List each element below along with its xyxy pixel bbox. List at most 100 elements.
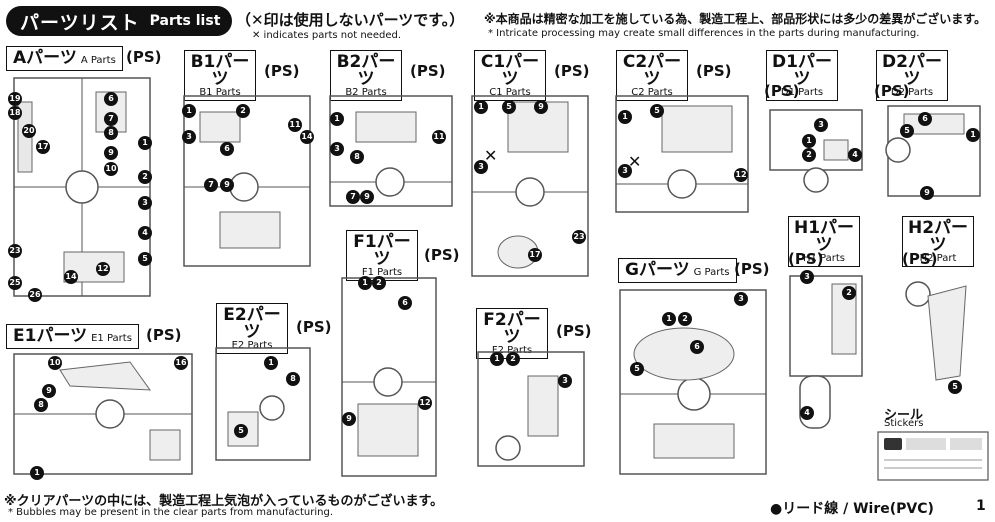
runner-a-ps: (PS) (126, 48, 162, 66)
runner-c2-jp: C2パーツ (622, 52, 682, 89)
runner-a-en: A Parts (80, 55, 116, 66)
part-number: 12 (418, 396, 432, 410)
part-number: 3 (474, 160, 488, 174)
runner-h2-jp: H2パーツ (907, 218, 969, 255)
runner-g-frame (619, 289, 767, 475)
part-number: 9 (220, 178, 234, 192)
runner-e2-frame (215, 347, 311, 461)
runner-e1-jp: E1パーツ (13, 326, 88, 346)
runner-c1-ps: (PS) (554, 62, 590, 80)
runner-d1-ps: (PS) (764, 82, 800, 100)
part-number: 10 (104, 162, 118, 176)
part-number: 23 (572, 230, 586, 244)
runner-h2-frame (905, 281, 967, 381)
clear-parts-note-en: * Bubbles may be present in the clear pa… (8, 507, 334, 518)
runner-c2-frame (615, 95, 749, 213)
part-number: 8 (350, 150, 364, 164)
runner-b1-frame (183, 95, 311, 267)
runner-e1-frame (13, 353, 193, 475)
stickers-en: Stickers (884, 418, 924, 429)
part-number: 19 (8, 92, 22, 106)
runner-c2-label: C2パーツ C2 Parts (616, 50, 688, 101)
runner-e1-en: E1 Parts (91, 333, 132, 344)
part-number: 4 (138, 226, 152, 240)
part-number: 8 (34, 398, 48, 412)
runner-c2-ps: (PS) (696, 62, 732, 80)
part-number: 3 (814, 118, 828, 132)
runner-e1-ps: (PS) (146, 326, 182, 344)
part-number: 7 (204, 178, 218, 192)
runner-e1-label: E1パーツ E1 Parts (6, 324, 139, 349)
runner-f2-jp: F2パーツ (483, 310, 541, 347)
title-jp: パーツリスト (20, 11, 140, 34)
runner-b1-jp: B1パーツ (190, 52, 250, 89)
sticker-sheet (877, 431, 989, 481)
part-number: 1 (138, 136, 152, 150)
runner-b2-jp: B2パーツ (336, 52, 396, 89)
runner-b1-label: B1パーツ B1 Parts (184, 50, 256, 101)
title-en: Parts list (149, 13, 221, 29)
part-number: 6 (398, 296, 412, 310)
part-number: 9 (42, 384, 56, 398)
runner-e2-ps: (PS) (296, 318, 332, 336)
runner-c2-en: C2 Parts (631, 87, 673, 98)
runner-g-en: G Parts (693, 267, 730, 278)
runner-f2-label: F2パーツ F2 Parts (476, 308, 548, 359)
part-number: 9 (104, 146, 118, 160)
runner-d2-jp: D2パーツ (882, 52, 942, 89)
part-number: 6 (220, 142, 234, 156)
runner-g-label: Gパーツ G Parts (618, 258, 737, 283)
unused-cross-icon: ✕ (628, 152, 642, 171)
part-number: 2 (842, 286, 856, 300)
runner-f2-en: F2 Parts (491, 345, 533, 356)
runner-h1-ps: (PS) (788, 250, 824, 268)
runner-b2-ps: (PS) (410, 62, 446, 80)
part-number: 6 (918, 112, 932, 126)
part-number: 1 (182, 104, 196, 118)
runner-f1-label: F1パーツ F1 Parts (346, 230, 418, 281)
runner-g-jp: Gパーツ (625, 260, 690, 280)
part-number: 9 (360, 190, 374, 204)
part-number: 3 (182, 130, 196, 144)
part-number: 1 (30, 466, 44, 480)
part-number: 7 (104, 112, 118, 126)
part-number: 1 (330, 112, 344, 126)
runner-c1-label: C1パーツ C1 Parts (474, 50, 546, 101)
part-number: 17 (528, 248, 542, 262)
runner-a-label: Aパーツ A Parts (6, 46, 123, 71)
part-number: 9 (534, 100, 548, 114)
runner-h2-en: H2 Part (919, 253, 957, 264)
runner-d1-jp: D1パーツ (772, 52, 832, 89)
wire-count: 1 (976, 498, 986, 514)
part-number: 17 (36, 140, 50, 154)
part-number: 25 (8, 276, 22, 290)
part-number: 8 (286, 372, 300, 386)
runner-d2-en: D2 Parts (890, 87, 934, 98)
part-number: 2 (506, 352, 520, 366)
runner-d1-label: D1パーツ D1 Parts (766, 50, 838, 101)
part-number: 12 (96, 262, 110, 276)
clear-parts-note: ※クリアパーツの中には、製造工程上気泡が入っているものがございます。 (4, 494, 444, 509)
precision-note: ※本商品は精密な加工を施している為、製造工程上、部品形状には多少の差異がございま… (484, 12, 987, 26)
runner-g-ps: (PS) (734, 260, 770, 278)
part-number: 5 (138, 252, 152, 266)
part-number: 4 (800, 406, 814, 420)
part-number: 3 (558, 374, 572, 388)
part-number: 1 (474, 100, 488, 114)
part-number: 2 (138, 170, 152, 184)
wire-label: ●リード線 / Wire(PVC) (770, 501, 934, 517)
part-number: 9 (342, 412, 356, 426)
part-number: 14 (64, 270, 78, 284)
part-number: 7 (346, 190, 360, 204)
part-number: 2 (372, 276, 386, 290)
part-number: 3 (734, 292, 748, 306)
part-number: 6 (104, 92, 118, 106)
runner-f2-ps: (PS) (556, 322, 592, 340)
runner-h1-en: H1 Parts (802, 253, 845, 264)
part-number: 16 (174, 356, 188, 370)
part-number: 3 (138, 196, 152, 210)
runner-a-frame (13, 77, 151, 297)
unused-cross-icon: ✕ (484, 146, 498, 165)
runner-f2-frame (477, 351, 585, 467)
part-number: 5 (234, 424, 248, 438)
